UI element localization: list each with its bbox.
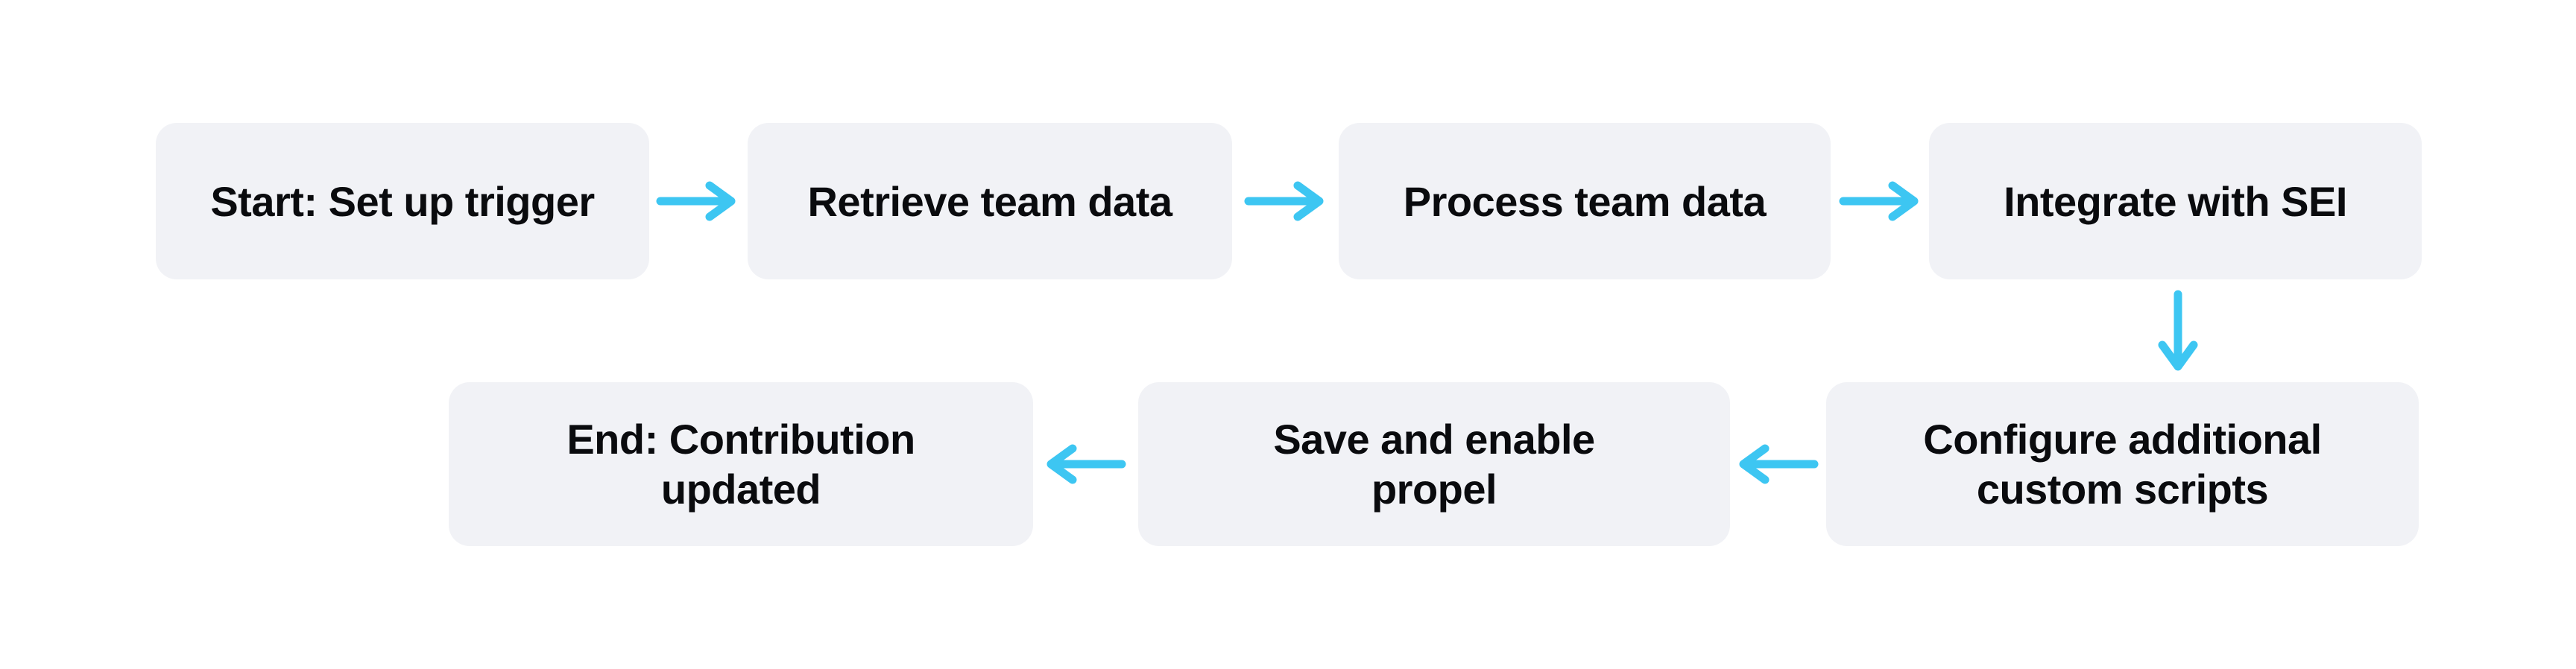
flow-node-integrate-with-sei: Integrate with SEI: [1929, 123, 2422, 279]
arrow-left-icon: [1739, 444, 1819, 484]
arrow-down-icon: [2158, 290, 2198, 371]
arrow-right-icon: [656, 181, 736, 221]
arrow-right-icon: [1244, 181, 1324, 221]
flow-node-save-and-enable-propel: Save and enable propel: [1138, 382, 1730, 546]
flow-node-configure-custom-scripts: Configure additional custom scripts: [1826, 382, 2419, 546]
arrow-left-icon: [1046, 444, 1126, 484]
flow-node-process-team-data: Process team data: [1339, 123, 1831, 279]
flow-node-start: Start: Set up trigger: [156, 123, 649, 279]
flow-node-end: End: Contribution updated: [449, 382, 1033, 546]
flow-node-retrieve-team-data: Retrieve team data: [748, 123, 1232, 279]
arrow-right-icon: [1839, 181, 1919, 221]
